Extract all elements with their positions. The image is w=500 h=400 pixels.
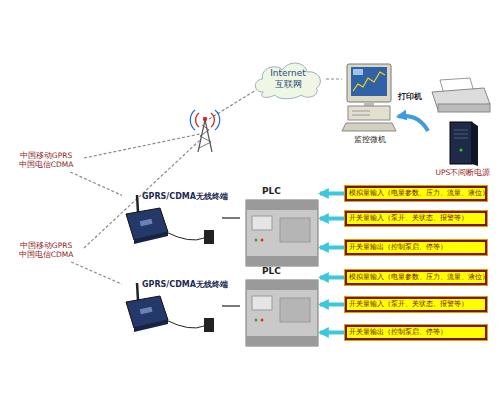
node-text: 中国移动GPRS 中国电信CDMA <box>8 242 84 259</box>
printer-node: 打印机 <box>398 78 492 116</box>
node-text: GPRS/CDMA无线终端 <box>142 192 222 201</box>
plc-unit <box>246 280 318 346</box>
node-text: 监控微机 <box>354 135 386 144</box>
monitor-computer <box>342 64 396 131</box>
io-box: 模拟量输入（电量参数、压力、流量、液位） <box>345 270 487 285</box>
signal-arrow <box>320 246 345 250</box>
printer-icon <box>432 78 490 112</box>
antenna-tower <box>190 110 219 152</box>
link-line <box>326 78 342 79</box>
monitor-pc: 监控微机 <box>342 62 398 144</box>
wireless-terminal <box>126 195 214 244</box>
wireless-link <box>209 90 256 119</box>
node-text: 模拟量输入（电量参数、压力、流量、液位） <box>347 274 485 281</box>
signal-arrow <box>320 217 345 221</box>
link-line <box>71 262 122 284</box>
wireless-terminal <box>126 283 214 332</box>
signal-arrow <box>320 303 345 307</box>
node-text: 开关量输出（控制泵启、停等） <box>347 329 485 336</box>
io-box: 开关量输入（泵开、关状态、报警等） <box>345 211 487 226</box>
plc-node: PLC <box>240 186 320 270</box>
node-text: PLC <box>262 266 320 276</box>
io-box: 开关量输出（控制泵启、停等） <box>345 240 487 255</box>
io-box: 模拟量输入（电量参数、压力、流量、液位） <box>345 186 487 201</box>
wireless-links <box>84 90 256 248</box>
link-line <box>70 172 122 195</box>
wireless-terminal-node: GPRS/CDMA无线终端 <box>122 192 222 244</box>
node-text: 模拟量输入（电量参数、压力、流量、液位） <box>347 190 485 197</box>
signal-arrow <box>320 276 345 280</box>
plc-unit <box>246 200 318 266</box>
node-text: 开关量输入（泵开、关状态、报警等） <box>347 301 485 308</box>
link-line <box>222 217 240 218</box>
node-text: UPS不间断电源 <box>436 169 491 178</box>
ups-tower <box>450 122 478 166</box>
node-text: Internet 互联网 <box>266 68 310 90</box>
io-box: 开关量输出（控制泵启、停等） <box>345 325 487 340</box>
power-arrow <box>398 116 428 131</box>
carrier-label: 中国移动GPRS 中国电信CDMA <box>8 150 84 172</box>
node-text: 中国移动GPRS 中国电信CDMA <box>8 152 84 169</box>
wireless-link <box>84 134 200 158</box>
signal-arrow <box>320 192 345 196</box>
signal-arrow <box>320 331 345 335</box>
node-text: 打印机 <box>398 92 422 101</box>
io-box: 开关量输入（泵开、关状态、报警等） <box>345 297 487 312</box>
plc-node: PLC <box>240 266 320 350</box>
node-text: 开关量输入（泵开、关状态、报警等） <box>347 215 485 222</box>
wireless-terminal-node: GPRS/CDMA无线终端 <box>122 280 222 332</box>
internet-cloud: Internet 互联网 <box>250 58 326 100</box>
node-text: PLC <box>262 186 320 196</box>
carrier-label: 中国移动GPRS 中国电信CDMA <box>8 240 84 262</box>
ups-node: UPS不间断电源 <box>428 118 498 178</box>
node-text: GPRS/CDMA无线终端 <box>142 280 222 289</box>
node-text: 开关量输出（控制泵启、停等） <box>347 244 485 251</box>
link-line <box>222 305 240 306</box>
